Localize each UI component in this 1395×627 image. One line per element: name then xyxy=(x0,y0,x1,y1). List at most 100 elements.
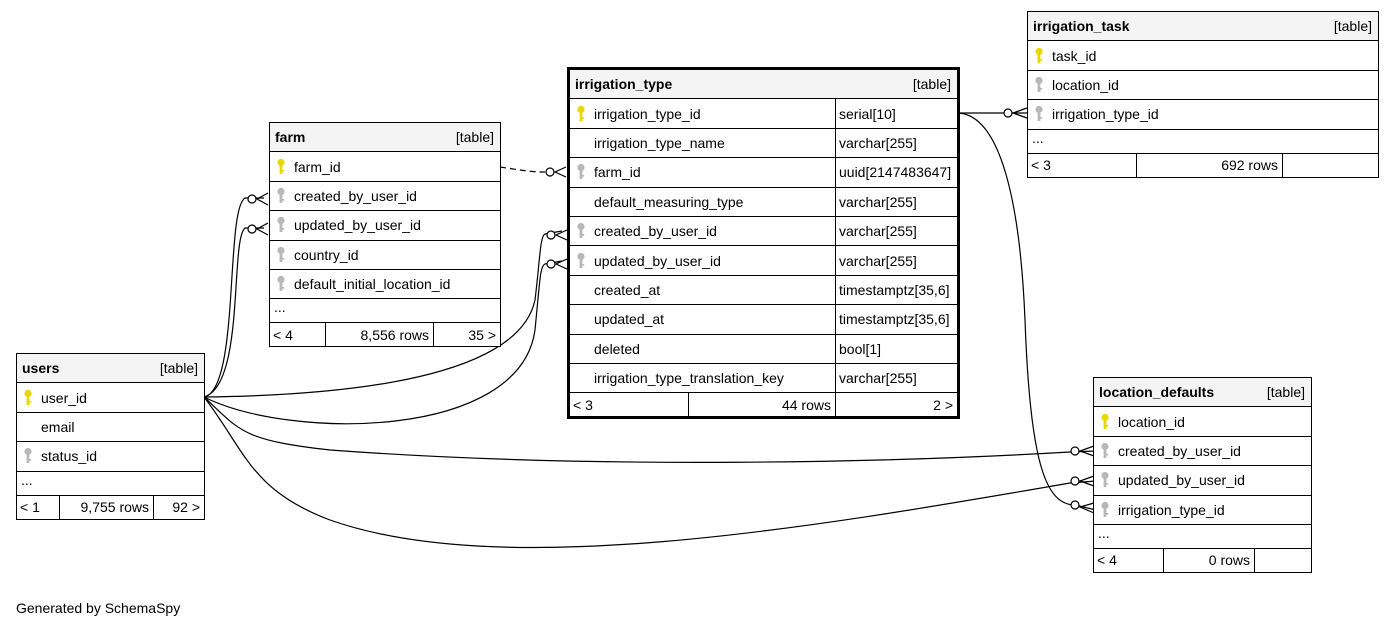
column-name: created_at xyxy=(594,281,661,298)
edge-end-circle xyxy=(546,259,556,269)
column-row[interactable]: default_initial_location_id xyxy=(270,270,500,300)
column-name: user_id xyxy=(41,389,87,406)
children-link[interactable]: 92 > xyxy=(172,499,200,516)
table-header[interactable]: farm [table] xyxy=(270,123,500,153)
children-link[interactable] xyxy=(1283,154,1378,177)
children-link[interactable]: 2 > xyxy=(933,396,953,413)
column-row[interactable]: irrigation_type_name varchar[255] xyxy=(570,128,957,159)
column-name: irrigation_type_name xyxy=(594,134,725,151)
foreign-key-icon xyxy=(270,187,292,205)
table-header[interactable]: irrigation_task [table] xyxy=(1028,12,1378,42)
row-count: 0 rows xyxy=(1163,548,1255,572)
column-row[interactable]: irrigation_type_id xyxy=(1028,100,1378,130)
foreign-key-icon xyxy=(270,275,292,293)
edge-end-circle xyxy=(247,194,257,204)
column-type: timestamptz[35,6] xyxy=(835,305,957,334)
table-kind: [table] xyxy=(159,360,198,377)
crowfoot xyxy=(1078,502,1095,514)
column-type: uuid[2147483647] xyxy=(835,158,957,187)
column-name: status_id xyxy=(41,448,98,465)
row-count: 8,556 rows xyxy=(325,323,434,347)
edge-end-circle xyxy=(247,224,257,234)
column-row[interactable]: country_id xyxy=(270,241,500,270)
edge-users-ld-updated xyxy=(203,396,1097,549)
edge-users-farm-updated xyxy=(203,227,264,398)
table-kind: [table] xyxy=(912,76,951,93)
edge-end-circle xyxy=(1070,476,1080,486)
table-kind: [table] xyxy=(1333,18,1372,35)
column-name: irrigation_type_translation_key xyxy=(594,370,784,387)
table-header[interactable]: location_defaults [table] xyxy=(1094,378,1311,408)
parents-link[interactable]: < 1 xyxy=(20,499,40,516)
children-link[interactable] xyxy=(1255,549,1311,572)
more-columns: ... xyxy=(270,299,500,324)
column-row[interactable]: location_id xyxy=(1028,71,1378,101)
column-row[interactable]: farm_id xyxy=(270,152,500,182)
crowfoot xyxy=(255,222,269,236)
column-name: country_id xyxy=(294,246,359,263)
column-row[interactable]: created_by_user_id xyxy=(1094,437,1311,467)
table-name: farm xyxy=(275,129,306,146)
column-name: default_initial_location_id xyxy=(294,276,451,293)
table-name: irrigation_type xyxy=(575,76,673,93)
foreign-key-icon xyxy=(570,222,592,240)
column-type: varchar[255] xyxy=(835,128,957,158)
column-row[interactable]: user_id xyxy=(17,383,204,413)
column-name: deleted xyxy=(594,340,640,357)
table-header[interactable]: irrigation_type [table] xyxy=(570,70,957,100)
column-row[interactable]: created_by_user_id xyxy=(270,182,500,212)
table-footer: < 3 44 rows 2 > xyxy=(570,393,957,417)
parents-link[interactable]: < 3 xyxy=(1031,157,1051,174)
table-name: irrigation_task xyxy=(1033,18,1130,35)
row-count: 44 rows xyxy=(688,393,836,417)
column-row[interactable]: email xyxy=(17,413,204,443)
edge-farm-irrigation-type xyxy=(499,166,546,173)
parents-link[interactable]: < 3 xyxy=(573,396,593,413)
primary-key-icon xyxy=(1094,413,1116,431)
table-kind: [table] xyxy=(455,129,494,146)
children-link[interactable]: 35 > xyxy=(468,326,496,343)
column-row[interactable]: updated_by_user_id xyxy=(1094,466,1311,496)
column-row[interactable]: task_id xyxy=(1028,41,1378,71)
crowfoot xyxy=(553,166,567,178)
column-row[interactable]: created_at timestamptz[35,6] xyxy=(570,275,957,306)
edge-end-circle xyxy=(1070,500,1080,510)
column-row[interactable]: location_id xyxy=(1094,407,1311,437)
column-name: created_by_user_id xyxy=(1118,442,1241,459)
primary-key-icon xyxy=(570,105,592,123)
column-name: updated_by_user_id xyxy=(1118,472,1245,489)
table-header[interactable]: users [table] xyxy=(17,354,204,384)
column-row[interactable]: updated_by_user_id xyxy=(270,211,500,241)
table-irrigation-type[interactable]: irrigation_type [table] irrigation_type_… xyxy=(567,67,960,420)
column-type: varchar[255] xyxy=(835,187,957,216)
column-name: farm_id xyxy=(594,164,641,181)
primary-key-icon xyxy=(1028,47,1050,65)
foreign-key-icon xyxy=(270,246,292,264)
column-name: irrigation_type_id xyxy=(1052,106,1159,123)
foreign-key-icon xyxy=(270,216,292,234)
table-kind: [table] xyxy=(1266,384,1305,401)
column-type: timestamptz[35,6] xyxy=(835,275,957,305)
table-name: users xyxy=(22,360,60,377)
column-type: varchar[255] xyxy=(835,246,957,275)
column-row[interactable]: farm_id uuid[2147483647] xyxy=(570,158,957,188)
column-row[interactable]: status_id xyxy=(17,442,204,472)
parents-link[interactable]: < 4 xyxy=(273,326,293,343)
table-footer: < 4 8,556 rows 35 > xyxy=(270,323,500,347)
parents-link[interactable]: < 4 xyxy=(1097,552,1117,569)
column-row[interactable]: irrigation_type_id xyxy=(1094,496,1311,525)
foreign-key-icon xyxy=(1094,471,1116,489)
more-columns: ... xyxy=(1028,130,1378,154)
